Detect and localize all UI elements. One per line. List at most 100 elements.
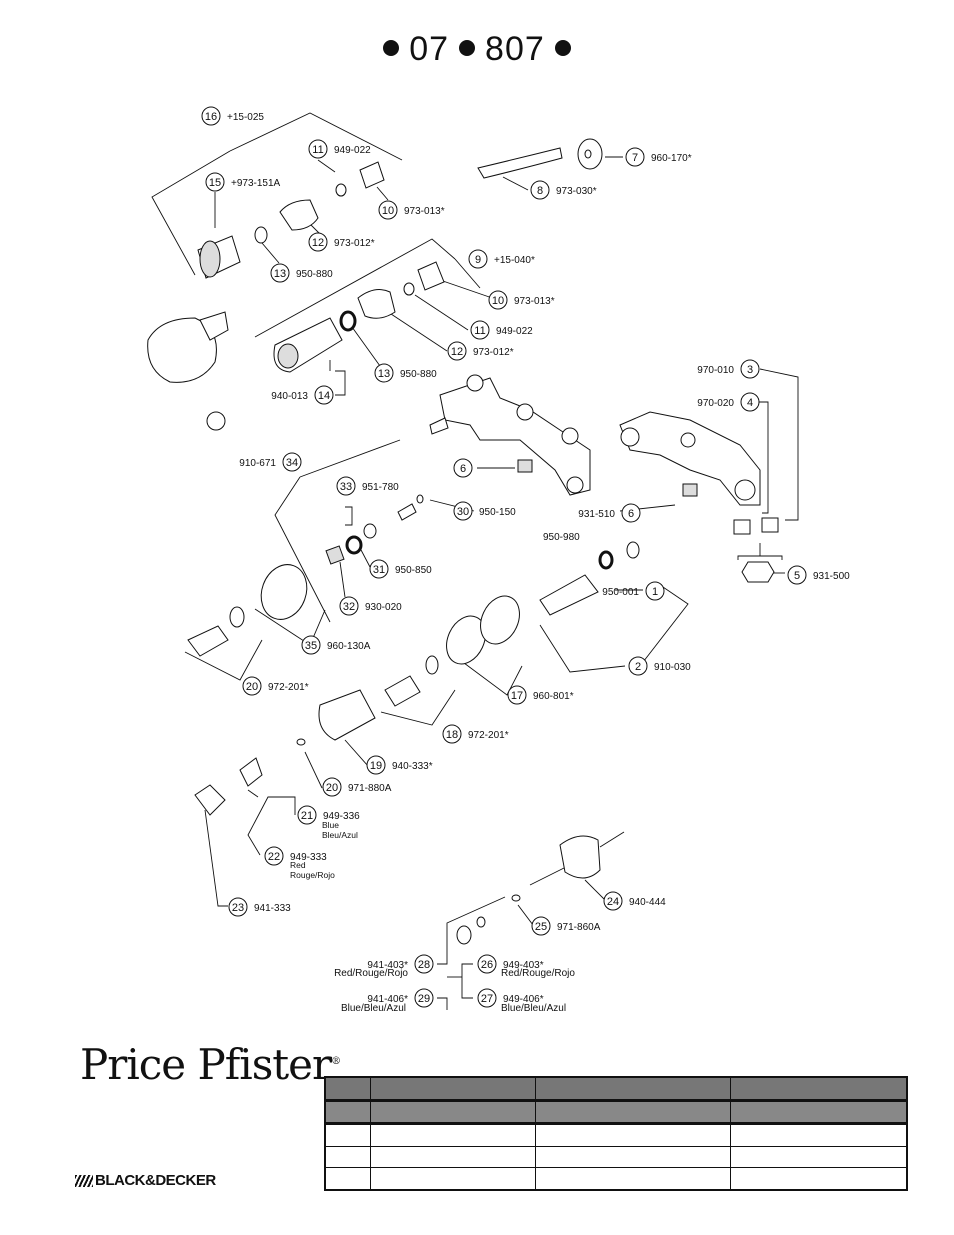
callout-number: 29 bbox=[418, 993, 430, 1005]
callout-circle bbox=[530, 180, 550, 200]
table-row bbox=[324, 1145, 908, 1169]
callout-circle bbox=[308, 232, 328, 252]
part-code-label: 970-020 bbox=[697, 398, 734, 409]
callout-circle bbox=[301, 635, 321, 655]
part-code-label: +15-040* bbox=[494, 255, 535, 266]
part-code-label: 941-333 bbox=[254, 903, 291, 914]
part-code-label: 971-880A bbox=[348, 783, 392, 794]
callout-circle bbox=[228, 897, 248, 917]
model-number: 807 bbox=[485, 30, 545, 68]
callout-number: 16 bbox=[205, 111, 217, 123]
callout-number: 28 bbox=[418, 959, 430, 971]
color-label-26: Red/Rouge/Rojo bbox=[501, 968, 575, 979]
black-decker-logo: BLACK&DECKER bbox=[75, 1172, 216, 1189]
callout-27: 27 949-406* bbox=[477, 988, 544, 1008]
callout-number: 23 bbox=[232, 902, 244, 914]
callout-number: 33 bbox=[340, 481, 352, 493]
callout-circle bbox=[339, 596, 359, 616]
callout-circle bbox=[628, 656, 648, 676]
part-code-label: 949-336 bbox=[323, 811, 360, 822]
callout-number: 20 bbox=[326, 782, 338, 794]
part-code-label: 931-500 bbox=[813, 571, 850, 582]
callout-number: 5 bbox=[794, 570, 800, 582]
part-code-label: 960-170* bbox=[651, 153, 692, 164]
callout-32: 32 930-020 bbox=[339, 596, 402, 616]
callout-number: 35 bbox=[305, 640, 317, 652]
callout-20: 20 971-880A bbox=[322, 777, 392, 797]
callout-circle bbox=[270, 263, 290, 283]
callout-25: 25 971-860A bbox=[531, 916, 601, 936]
part-code-label: 950-880 bbox=[296, 269, 333, 280]
callout-number: 9 bbox=[475, 254, 481, 266]
part-code-label: 973-030* bbox=[556, 186, 597, 197]
callout-number: 21 bbox=[301, 810, 313, 822]
callout-number: 8 bbox=[537, 185, 543, 197]
callout-number: 18 bbox=[446, 729, 458, 741]
table-header-row bbox=[324, 1099, 908, 1126]
callout-number: 27 bbox=[481, 993, 493, 1005]
callout-circle bbox=[336, 476, 356, 496]
table-row bbox=[324, 1123, 908, 1147]
callout-circle bbox=[264, 846, 284, 866]
callout-circle bbox=[531, 916, 551, 936]
part-code-label: 973-013* bbox=[404, 206, 445, 217]
callout-circle bbox=[201, 106, 221, 126]
bullet-icon bbox=[459, 40, 476, 57]
bullet-icon bbox=[383, 40, 400, 57]
callout-21: 21 949-336 bbox=[297, 805, 360, 825]
callout-circle bbox=[470, 320, 490, 340]
part-code-label: 931-510 bbox=[578, 509, 615, 520]
callout-number: 24 bbox=[607, 896, 619, 908]
callout-circle bbox=[374, 363, 394, 383]
part-code-label: 930-020 bbox=[365, 602, 402, 613]
callout-circle bbox=[468, 249, 488, 269]
part-code-label: 971-860A bbox=[557, 922, 601, 933]
callout-number: 4 bbox=[747, 397, 753, 409]
part-code-label: 972-201* bbox=[468, 730, 509, 741]
part-code-label: 940-444 bbox=[629, 897, 666, 908]
color-label-29: Blue/Bleu/Azul bbox=[341, 1003, 406, 1014]
part-code-label: 949-406* bbox=[503, 994, 544, 1005]
callout-9: 9 +15-040* bbox=[468, 249, 535, 269]
part-code-label: 960-130A bbox=[327, 641, 371, 652]
part-code-label: 940-013 bbox=[271, 391, 308, 402]
callout-number: 11 bbox=[474, 325, 485, 337]
valve-body-parts bbox=[429, 374, 779, 583]
callout-circle bbox=[378, 200, 398, 220]
part-code-label: 972-201* bbox=[268, 682, 309, 693]
callout-number: 25 bbox=[535, 921, 547, 933]
callout-circle bbox=[297, 805, 317, 825]
callout-15: 15+973-151A bbox=[205, 172, 281, 192]
callout-number: 32 bbox=[343, 601, 355, 613]
callout-number: 12 bbox=[312, 237, 324, 249]
callout-circle bbox=[603, 891, 623, 911]
part-code-label: 973-012* bbox=[334, 238, 375, 249]
callout-circle bbox=[205, 172, 225, 192]
part-code-label: 949-022 bbox=[334, 145, 371, 156]
callout-circle bbox=[314, 385, 334, 405]
part-code-label: 910-030 bbox=[654, 662, 691, 673]
part-code-label: 941-406* bbox=[367, 994, 408, 1005]
callout-circle bbox=[507, 685, 527, 705]
callout-8: 8 973-030* bbox=[530, 180, 597, 200]
callout-circle bbox=[740, 392, 760, 412]
callout-number: 31 bbox=[373, 564, 385, 576]
callout-circle bbox=[369, 559, 389, 579]
part-code-label: +973-151A bbox=[231, 178, 281, 189]
